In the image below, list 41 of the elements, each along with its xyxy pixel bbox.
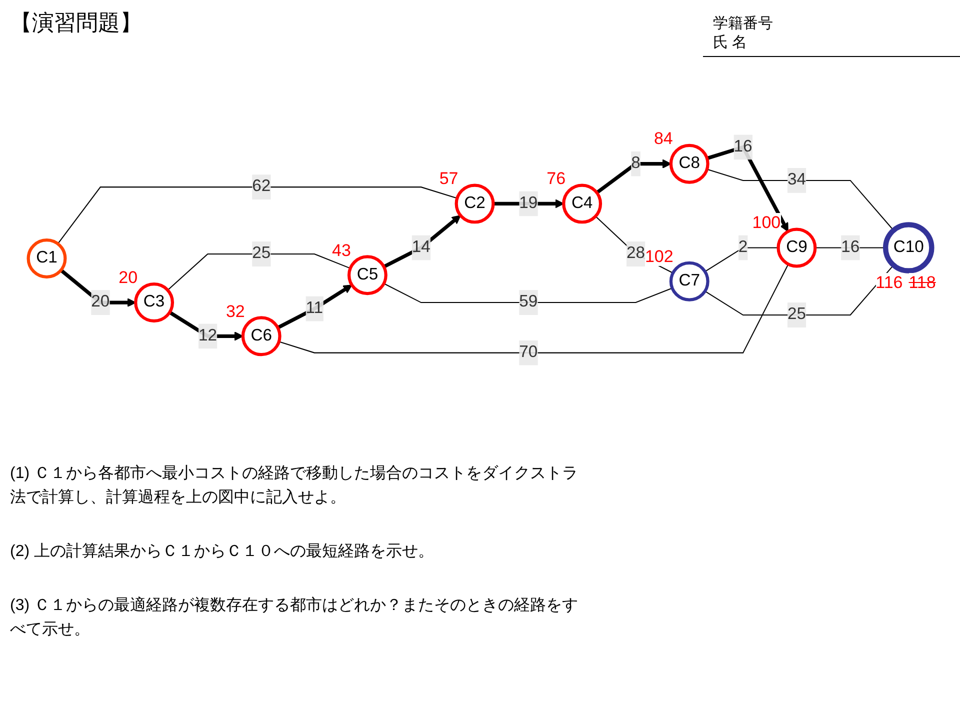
node-circle: C4 bbox=[562, 184, 602, 224]
node-circle: C1 bbox=[26, 238, 67, 278]
edge-label: 16 bbox=[841, 238, 860, 256]
edge-label: 2 bbox=[738, 238, 748, 256]
connector bbox=[384, 283, 672, 304]
node-circle: C8 bbox=[669, 144, 710, 184]
connector bbox=[706, 168, 894, 231]
connector bbox=[278, 264, 789, 354]
arrow bbox=[383, 214, 461, 268]
question-text: (1) Ｃ１から各都市へ最小コストの経路で移動した場合のコストをダイクストラ法で計算し、計算過程を上の図中に記入せよ。 bbox=[10, 464, 579, 508]
node-circle: C5 bbox=[347, 255, 388, 296]
title: 【演習問題】 bbox=[10, 9, 142, 37]
edge-label: 25 bbox=[787, 306, 806, 324]
question-text: (3) Ｃ１からの最適経路が複数存在する都市はどれか？またそのときの経路をすべて示せ。 bbox=[10, 596, 579, 640]
connector bbox=[167, 253, 351, 291]
edge-label: 28 bbox=[626, 244, 645, 262]
node-circle: C2 bbox=[454, 184, 495, 224]
question-text: (2) 上の計算結果からＣ１からＣ１０への最短経路を示せ。 bbox=[10, 542, 435, 562]
edge-label: 8 bbox=[631, 154, 640, 172]
edge-label: 62 bbox=[252, 178, 271, 196]
edge-label: 34 bbox=[787, 171, 806, 189]
form-field-label: 氏 名 bbox=[712, 33, 748, 52]
edge-label: 25 bbox=[252, 244, 271, 262]
edge-label: 12 bbox=[198, 326, 217, 344]
connector bbox=[57, 186, 458, 244]
edge-label: 11 bbox=[306, 299, 324, 318]
edge-label: 20 bbox=[91, 293, 110, 311]
node-circle: C7 bbox=[669, 261, 710, 302]
arrow bbox=[596, 159, 672, 194]
node-circle: C10 bbox=[882, 222, 934, 274]
edge-label: 16 bbox=[734, 138, 752, 156]
edge-label: 59 bbox=[519, 293, 538, 311]
edge-label: 14 bbox=[412, 238, 430, 256]
edge-label: 19 bbox=[519, 194, 538, 212]
form-field-label: 学籍番号 bbox=[712, 14, 774, 33]
arrow bbox=[276, 284, 352, 330]
edge-label: 70 bbox=[519, 343, 538, 362]
node-circle: C3 bbox=[134, 282, 174, 323]
node-circle: C9 bbox=[776, 228, 817, 268]
node-circle: C6 bbox=[241, 316, 282, 356]
cost-value: 102 bbox=[644, 246, 674, 266]
